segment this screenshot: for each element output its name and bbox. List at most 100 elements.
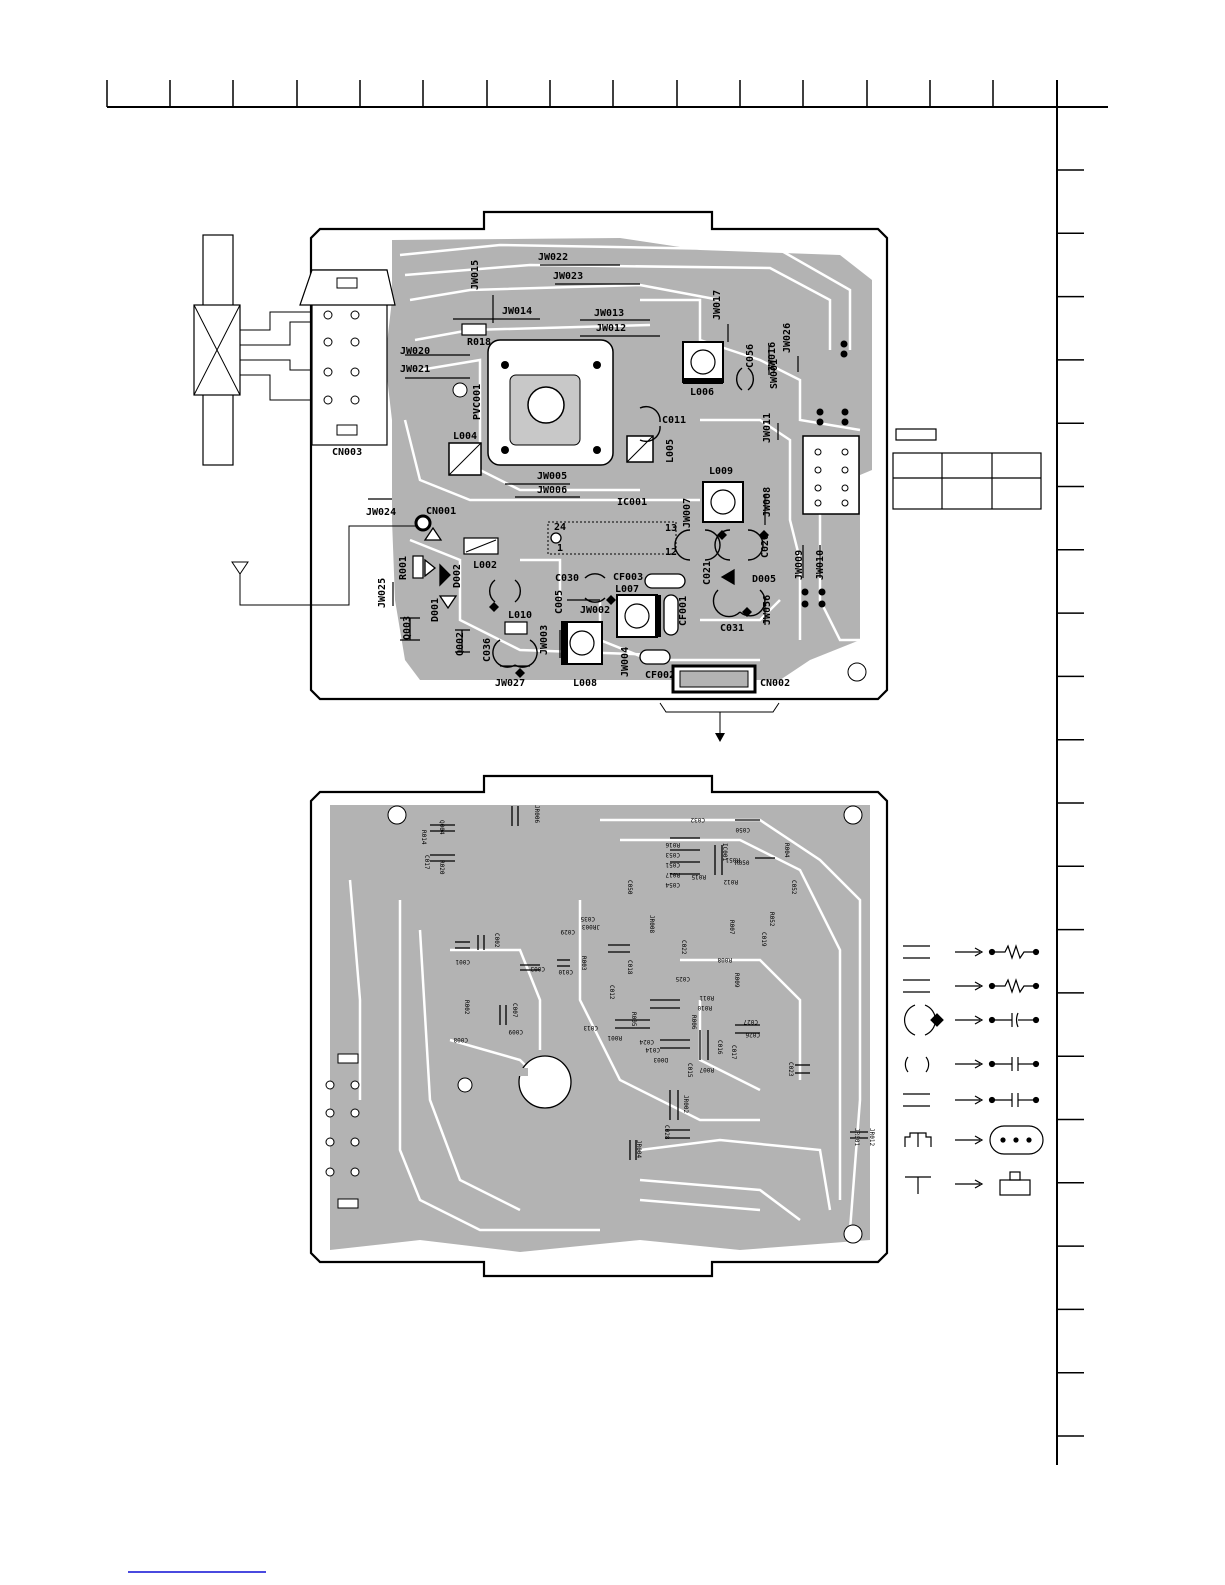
bottom-component-label: R007 [699, 1066, 714, 1073]
component-label: C020 [760, 534, 771, 558]
bottom-component-label: C017 [423, 855, 430, 870]
cn002-brace [659, 702, 780, 713]
bottom-component-label: C016 [716, 1040, 723, 1055]
component-label: Q003 [402, 616, 413, 640]
component-label: L007 [615, 584, 639, 595]
sw001-switch [802, 435, 860, 515]
bottom-component-label: C003 [530, 965, 545, 972]
component-label: L009 [709, 466, 733, 477]
bottom-component-label: C007 [511, 1003, 518, 1018]
bottom-component-label: R016 [665, 841, 680, 848]
component-label: 13 [665, 523, 677, 534]
bottom-component-label: C028 [663, 1125, 670, 1140]
bottom-component-label: C018 [626, 960, 633, 975]
bottom-component-label: C035 [580, 915, 595, 922]
component-label: C030 [555, 573, 579, 584]
footer-link-underline[interactable] [128, 1571, 266, 1573]
jumper-label: JW005 [537, 471, 567, 482]
top-diodes [423, 526, 735, 610]
bottom-component-label: C010 [558, 968, 573, 975]
pvc-footprint [518, 1055, 572, 1109]
bottom-component-label: D003 [653, 1056, 668, 1063]
component-label: CN001 [426, 506, 456, 517]
bottom-component-label: JR003 [582, 923, 600, 930]
bottom-component-label: R050 [735, 860, 750, 867]
bottom-component-label: C051 [665, 861, 680, 868]
antenna-wire [239, 525, 416, 606]
component-label: C056 [745, 344, 756, 368]
bottom-component-label: C032 [690, 816, 705, 823]
component-label: C021 [702, 561, 713, 585]
bottom-component-label: R005 [630, 1012, 637, 1027]
jumper-label: JW022 [538, 252, 568, 263]
jumper-label: JW003 [539, 625, 550, 655]
component-label: C005 [554, 590, 565, 614]
component-label: C036 [482, 638, 493, 662]
jumper-label: JW025 [377, 578, 388, 608]
bottom-component-label: C013 [583, 1024, 598, 1031]
bottom-component-label: R004 [783, 843, 790, 858]
top-capacitors [489, 367, 766, 668]
jumper-label: JW012 [596, 323, 626, 334]
component-label: D002 [452, 564, 463, 588]
bottom-component-label: C053 [665, 851, 680, 858]
bottom-component-label: R011 [699, 994, 714, 1001]
component-label: CF002 [645, 670, 675, 681]
jumper-label: JW021 [400, 364, 430, 375]
bottom-component-label: R006 [690, 1015, 697, 1030]
bottom-component-label: JR008 [648, 915, 655, 933]
bottom-component-label: JR002 [682, 1095, 689, 1113]
component-label: Q002 [455, 632, 466, 656]
bottom-component-label: C008 [453, 1036, 468, 1043]
bottom-component-label: IC001 [721, 843, 728, 861]
bottom-component-label: C050 [626, 880, 633, 895]
component-label: C011 [662, 415, 686, 426]
r001-resistor [412, 555, 424, 579]
pvc001-shaft [527, 386, 565, 424]
component-label: C031 [720, 623, 744, 634]
jumper-label: JW011 [762, 413, 773, 443]
bottom-component-label: R017 [665, 871, 680, 878]
cf001-filter [663, 594, 679, 636]
component-label: L006 [690, 387, 714, 398]
top-grid-ticks [106, 80, 1058, 107]
component-label: L008 [573, 678, 597, 689]
polarity-marks [489, 530, 769, 678]
component-label: CF001 [678, 596, 689, 626]
jumper-label: JW027 [495, 678, 525, 689]
bottom-component-label: C025 [675, 975, 690, 982]
mount-hole [847, 662, 867, 682]
misc-pads [801, 340, 849, 608]
jumper-label: JW026 [782, 323, 793, 353]
jumper-label: JW024 [366, 507, 396, 518]
bottom-component-label: C026 [745, 1031, 760, 1038]
bottom-component-label: R051 [725, 856, 740, 863]
bottom-component-label: JR006 [533, 805, 540, 823]
bottom-component-label: R008 [717, 956, 732, 963]
cf002-filter [639, 649, 671, 665]
bottom-component-label: C052 [790, 880, 797, 895]
bottom-component-label: C015 [686, 1063, 693, 1078]
bottom-component-label: C019 [760, 932, 767, 947]
component-label: IC001 [617, 497, 647, 508]
bottom-component-label: R001 [607, 1034, 622, 1041]
component-label: 1 [557, 543, 563, 554]
jumper-label: JW008 [762, 487, 773, 517]
bottom-component-label: R020 [438, 860, 445, 875]
bottom-component-label: JR012 [868, 1128, 875, 1146]
bottom-board-copper [330, 805, 870, 1252]
jumper-label: JW009 [794, 550, 805, 580]
bottom-component-label: R014 [420, 830, 427, 845]
jumper-label: JW006 [537, 485, 567, 496]
antenna-icon [231, 561, 249, 575]
bottom-component-label: C012 [608, 985, 615, 1000]
bottom-component-label: C022 [680, 940, 687, 955]
component-label: CF003 [613, 572, 643, 583]
bottom-component-label: C002 [493, 933, 500, 948]
bottom-mount-hole [387, 805, 407, 825]
bottom-component-label: C054 [665, 881, 680, 888]
jumper-label: JW004 [620, 647, 631, 677]
